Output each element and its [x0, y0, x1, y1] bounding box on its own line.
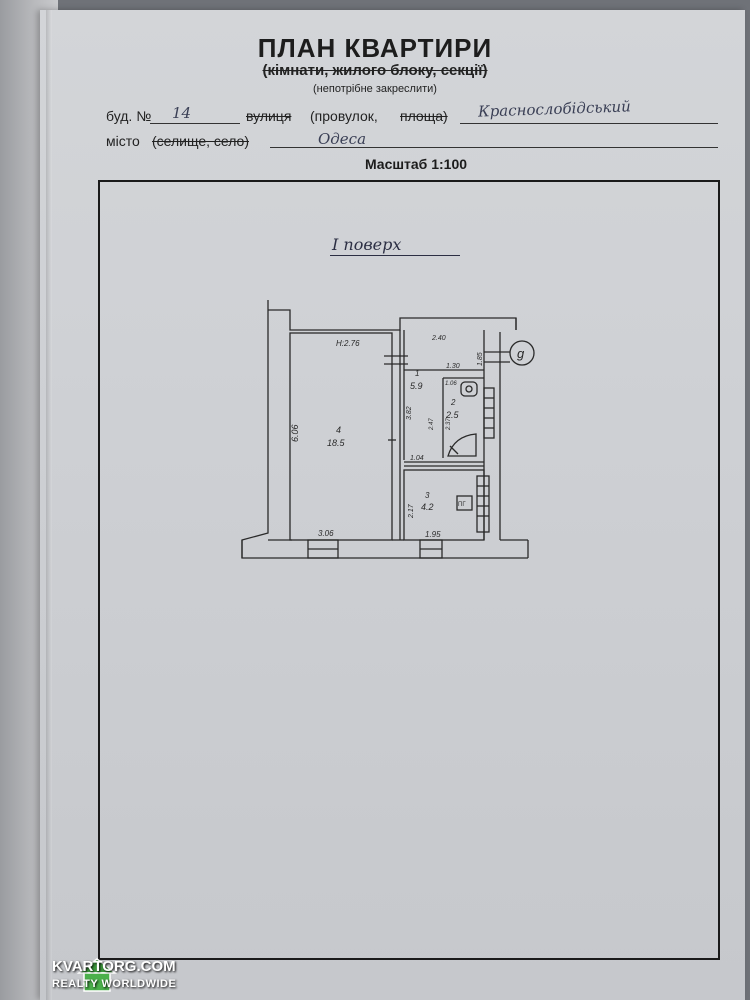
watermark-tagline: REALTY WORLDWIDE [52, 978, 177, 990]
room-3-outline [403, 469, 485, 541]
watermark-logo-icon [76, 958, 118, 992]
dim-kitchen-width: 1.95 [425, 530, 441, 539]
ceiling-height-label: H:2.76 [336, 339, 360, 348]
floor-label: I поверх [332, 235, 402, 254]
stove-label: ПГ [458, 502, 466, 508]
city-value: Одеса [318, 130, 367, 148]
scale-label: Масштаб 1:100 [364, 156, 468, 172]
street-label: вулиця [246, 108, 292, 124]
building-underline [150, 123, 240, 124]
toilet-fixture [460, 381, 478, 397]
dim-kitchen-height: 2.17 [408, 503, 415, 519]
lane-label: (провулок, [310, 108, 378, 124]
radiator-bottom [476, 475, 490, 533]
dim-bath-height2: 2.47 [429, 418, 435, 431]
document-subtitle: (кімнати, жилого блоку, секції) [262, 62, 488, 79]
room-2-number: 2 [450, 398, 456, 407]
room-3-number: 3 [425, 491, 430, 500]
building-label: буд. № [106, 108, 152, 124]
dim-hall-width: 1.30 [446, 363, 460, 370]
city-underline [270, 147, 718, 148]
dim-room4-width: 3.06 [318, 529, 334, 538]
street-underline [460, 123, 718, 124]
axis-marker [509, 340, 535, 366]
document-title: ПЛАН КВАРТИРИ [257, 33, 493, 63]
dim-room4-height: 6.06 [290, 424, 300, 442]
dim-right-side: 1.85 [477, 352, 484, 366]
room-1-area: 5.9 [410, 381, 423, 391]
wall-outer-left [268, 309, 517, 331]
dim-wc-width: 1.06 [445, 381, 457, 387]
axis-label: g [517, 346, 525, 361]
dim-bath-height: 2.37 [446, 418, 452, 431]
dim-hall-height: 3.82 [406, 406, 413, 420]
document-note: (непотрібне закреслити) [313, 83, 437, 95]
city-alt-label: (селище, село) [152, 133, 249, 149]
city-label: місто [106, 133, 140, 149]
watermark-brand[interactable]: KVARTORG.COM [52, 958, 176, 975]
bath-fixture [447, 433, 477, 457]
room-4-area: 18.5 [327, 438, 346, 448]
room-3-area: 4.2 [421, 502, 434, 512]
square-label: площа) [400, 108, 448, 124]
radiator-top [483, 387, 495, 439]
room-1-number: 1 [415, 369, 419, 378]
page-fold [46, 10, 52, 1000]
dim-top-right: 2.40 [431, 335, 446, 342]
plan-frame [98, 180, 720, 960]
building-number: 14 [172, 104, 192, 122]
dim-kitchen-top: 1.04 [410, 455, 424, 462]
room-4-outline [289, 332, 393, 541]
room-4-number: 4 [336, 425, 341, 435]
stove [456, 495, 473, 511]
room-2-area: 2.5 [445, 410, 460, 420]
floor-underline [330, 255, 460, 256]
